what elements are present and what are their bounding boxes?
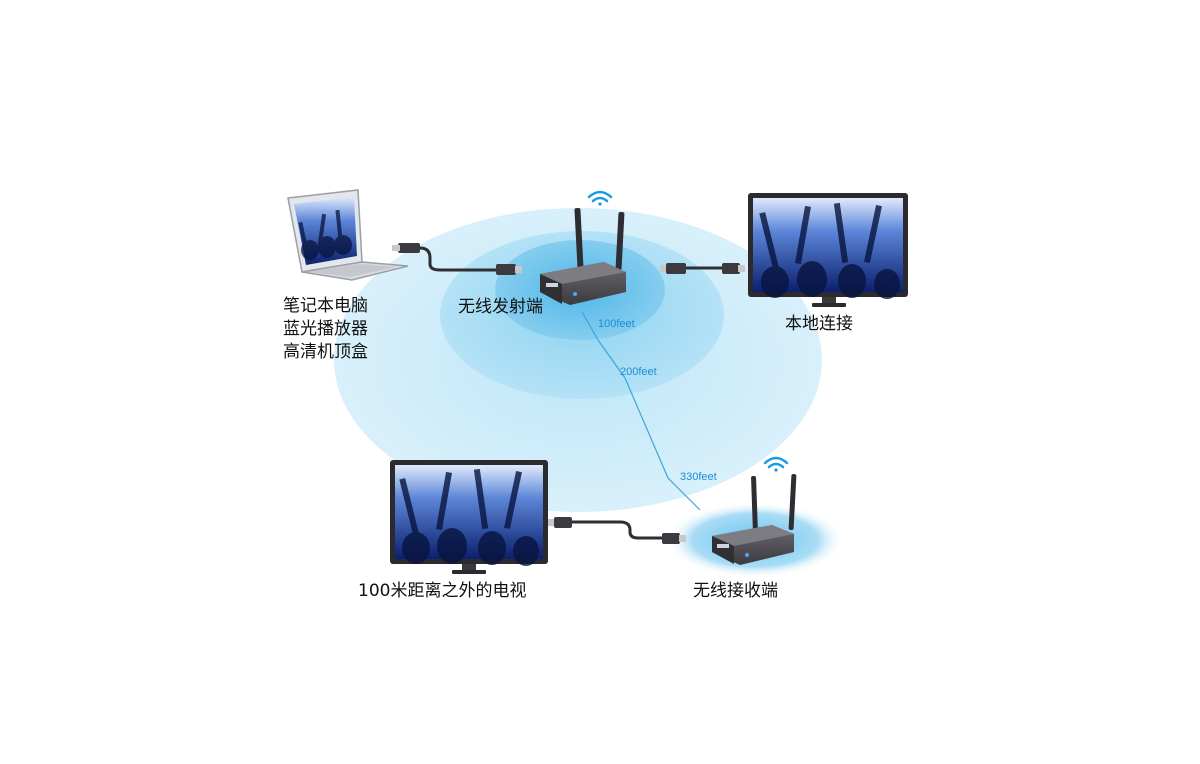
receiver-label: 无线接收端 — [693, 581, 778, 601]
cable-laptop-to-transmitter — [392, 243, 522, 275]
cable-transmitter-to-local-monitor — [660, 263, 745, 274]
distance-line — [581, 311, 701, 511]
laptop — [287, 189, 409, 281]
cable-tv-to-receiver — [548, 517, 686, 544]
receiver-device — [712, 474, 797, 565]
distance-label-330feet: 330feet — [680, 471, 717, 483]
source-device-bluray: 蓝光播放器 — [283, 319, 368, 339]
wifi-icon — [763, 456, 789, 472]
source-devices-label: 笔记本电脑 蓝光播放器 高清机顶盒 — [283, 295, 368, 364]
local-monitor — [748, 193, 908, 307]
wifi-icon — [587, 190, 613, 206]
remote-tv — [390, 460, 548, 574]
remote-tv-label: 100米距离之外的电视 — [358, 581, 527, 601]
local-connection-label: 本地连接 — [785, 314, 853, 334]
transmitter-label: 无线发射端 — [458, 297, 543, 317]
source-device-settop-box: 高清机顶盒 — [283, 342, 368, 362]
transmitter-device — [540, 207, 626, 305]
distance-label-200feet: 200feet — [620, 366, 657, 378]
source-device-laptop: 笔记本电脑 — [283, 296, 368, 316]
distance-label-100feet: 100feet — [598, 318, 635, 330]
